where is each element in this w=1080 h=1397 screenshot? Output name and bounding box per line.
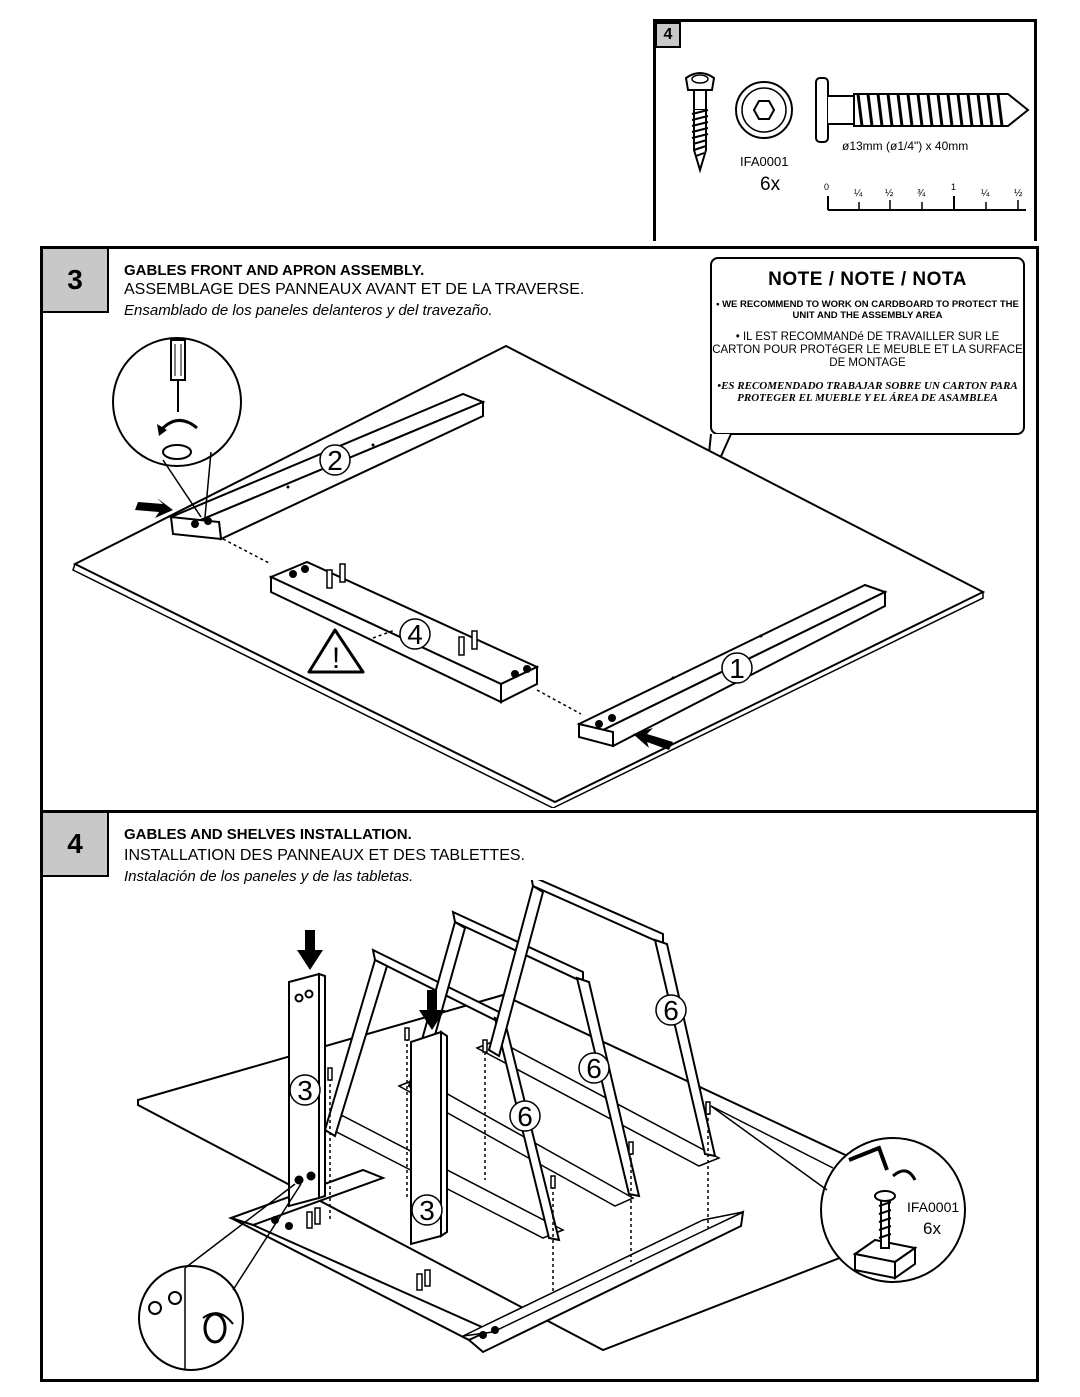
arrow-down-icon xyxy=(297,930,323,970)
svg-text:2: 2 xyxy=(327,445,343,476)
ruler-label: ¼ xyxy=(981,187,990,199)
instructions-frame xyxy=(40,246,1039,1382)
hardware-illustration: ø13mm (ø1/4") x 40mm IFA0001 6x 0 ¼ ½ ¾ … xyxy=(684,72,1030,211)
part-label-2: 2 xyxy=(319,444,351,476)
step-4-title-en: GABLES AND SHELVES INSTALLATION. xyxy=(124,826,412,843)
step-4-number: 4 xyxy=(43,813,109,877)
part-label-4: 4 xyxy=(399,618,431,650)
screw-full-icon xyxy=(815,77,1030,143)
arrow-icon xyxy=(135,498,173,518)
svg-text:6: 6 xyxy=(663,995,679,1026)
screwdriver-detail xyxy=(112,337,242,518)
ruler-scale: 0 ¼ ½ ¾ 1 ¼ ½ xyxy=(824,182,1026,211)
ruler-label: ¼ xyxy=(854,187,863,199)
cam-lock-detail xyxy=(138,1183,302,1371)
note-english: • WE RECOMMEND TO WORK ON CARDBOARD TO P… xyxy=(716,299,1019,321)
step-3-title-fr: ASSEMBLAGE DES PANNEAUX AVANT ET DE LA T… xyxy=(124,281,585,298)
base-rails xyxy=(227,1168,745,1354)
ruler-label: ½ xyxy=(1014,188,1023,199)
callout-part-code: IFA0001 xyxy=(907,1199,959,1215)
ruler-label: ¾ xyxy=(917,188,926,199)
ruler-label: 0 xyxy=(824,182,829,192)
svg-text:6: 6 xyxy=(586,1053,602,1084)
screw-head-icon xyxy=(735,81,793,139)
gable-3-right xyxy=(410,1030,448,1246)
note-french: • IL EST RECOMMANDé DE TRAVAILLER SUR LE… xyxy=(712,331,1023,369)
svg-text:6: 6 xyxy=(517,1101,533,1132)
part-label-1: 1 xyxy=(721,652,753,684)
step-4-title-fr: INSTALLATION DES PANNEAUX ET DES TABLETT… xyxy=(124,847,525,864)
screw-dimension: ø13mm (ø1/4") x 40mm xyxy=(842,139,968,153)
gable-6-back xyxy=(487,880,717,1158)
screw-icons xyxy=(306,1027,711,1292)
arrow-down-icon xyxy=(419,990,445,1030)
callout-quantity: 6x xyxy=(923,1219,941,1238)
arrow-icon xyxy=(633,728,673,750)
warning-icon: ! xyxy=(307,628,365,675)
part-label-3: 3 xyxy=(411,1194,443,1226)
svg-text:1: 1 xyxy=(729,653,745,684)
note-box: NOTE / NOTE / NOTA • WE RECOMMEND TO WOR… xyxy=(710,257,1025,435)
hardware-part-code: IFA0001 xyxy=(740,154,788,169)
part-label-6: 6 xyxy=(655,994,687,1026)
step-4-title-es: Instalación de los paneles y de las tabl… xyxy=(124,868,414,885)
part-label-6: 6 xyxy=(578,1052,610,1084)
step-divider xyxy=(40,810,1039,813)
svg-text:4: 4 xyxy=(407,619,423,650)
part-label-6: 6 xyxy=(509,1100,541,1132)
step-3-illustration: 2 4 1 ! xyxy=(72,337,986,808)
ruler-label: ½ xyxy=(885,188,894,199)
hardware-panel xyxy=(653,19,1037,241)
screw-install-detail: IFA0001 6x xyxy=(710,1105,966,1283)
step-4-illustration: 6 6 6 3 3 IFA0001 6 xyxy=(137,880,966,1371)
svg-text:3: 3 xyxy=(297,1075,313,1106)
hardware-quantity: 6x xyxy=(760,174,781,195)
svg-text:3: 3 xyxy=(419,1195,435,1226)
screw-side-icon xyxy=(684,72,716,174)
part-label-3: 3 xyxy=(289,1074,321,1106)
step-3-title-en: GABLES FRONT AND APRON ASSEMBLY. xyxy=(124,262,425,279)
note-spanish: •ES RECOMENDADO TRABAJAR SOBRE UN CARTON… xyxy=(717,380,1018,404)
step-3-number: 3 xyxy=(43,249,109,313)
step-3-title-es: Ensamblado de los paneles delanteros y d… xyxy=(124,302,493,319)
note-title: NOTE / NOTE / NOTA xyxy=(768,269,967,290)
hardware-step-number: 4 xyxy=(655,22,681,48)
ruler-label: 1 xyxy=(951,182,956,192)
svg-text:!: ! xyxy=(332,642,340,675)
